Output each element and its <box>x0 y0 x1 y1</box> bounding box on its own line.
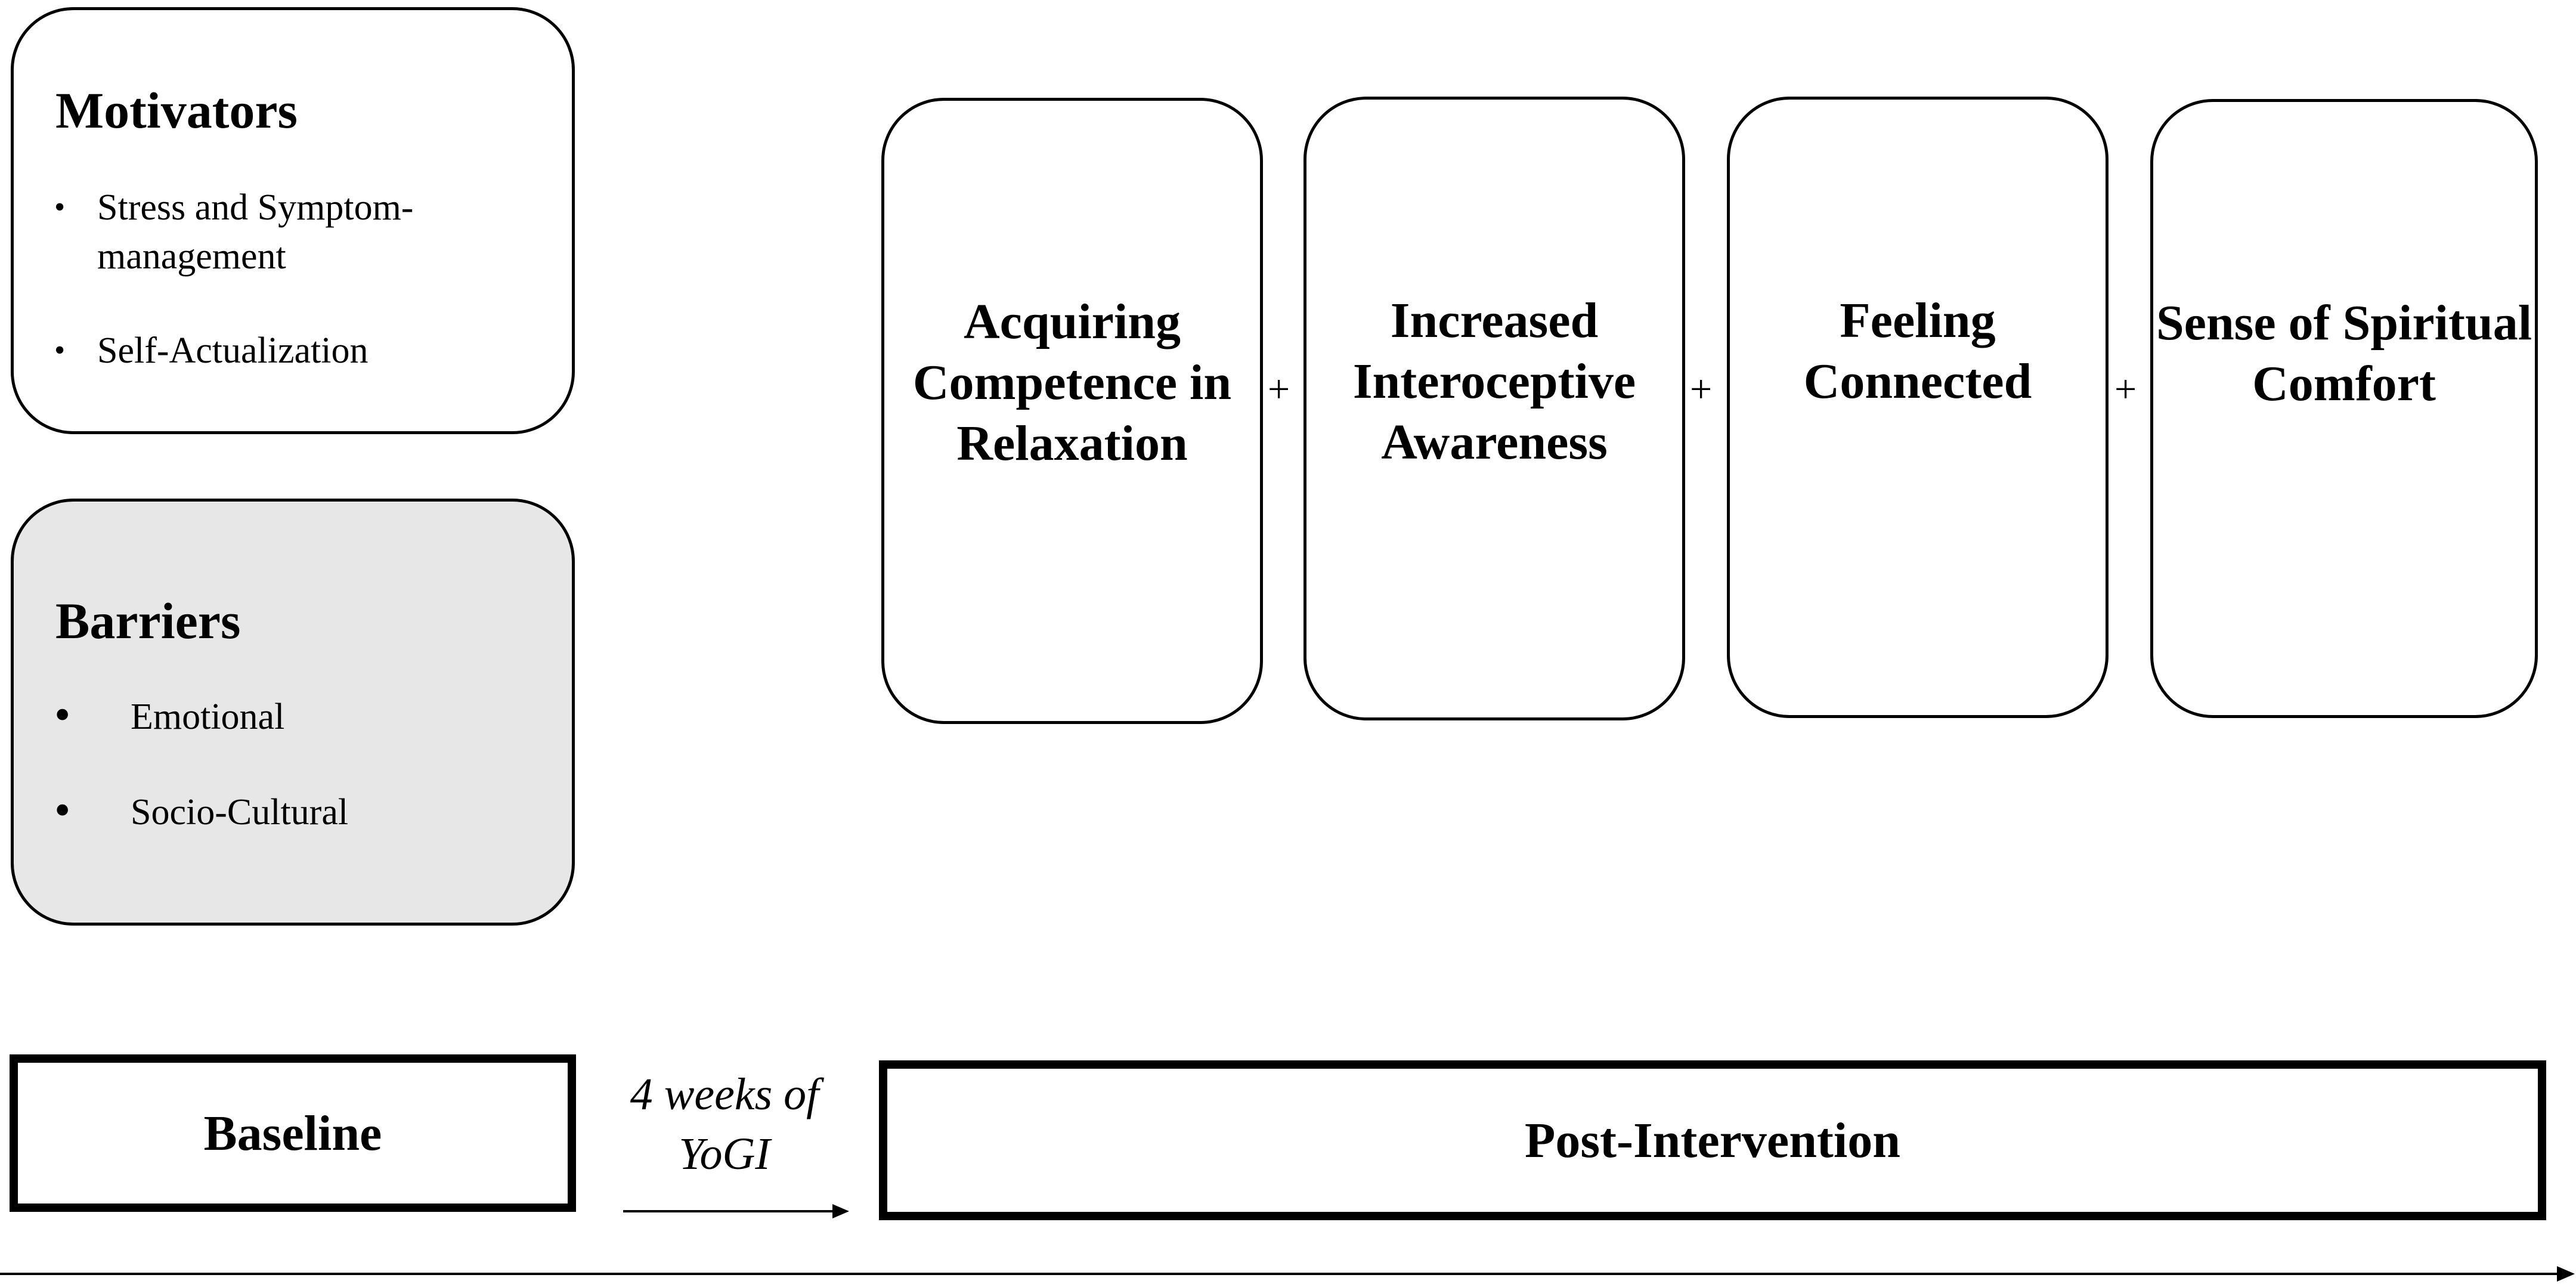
theme-label: Increased Interoceptive Awareness <box>1352 293 1636 470</box>
bullet-icon: • <box>54 784 71 836</box>
interval-arrow <box>623 1204 849 1218</box>
theme-label: Feeling Connected <box>1803 293 2032 409</box>
barriers-list: •Emotional •Socio-Cultural <box>54 688 543 883</box>
theme-box-connected: Feeling Connected <box>1727 97 2109 718</box>
plus-sign: + <box>1690 367 1713 411</box>
barriers-box: Barriers •Emotional •Socio-Cultural <box>11 499 575 926</box>
barriers-title: Barriers <box>55 592 241 649</box>
motivators-box: Motivators •Stress and Symptom-managemen… <box>11 7 575 434</box>
baseline-box: Baseline <box>10 1054 576 1212</box>
plus-sign: + <box>2114 367 2137 411</box>
list-item: •Socio-Cultural <box>54 784 349 836</box>
bullet-icon: • <box>54 688 71 740</box>
theme-box-spiritual: Sense of Spiritual Comfort <box>2150 99 2538 718</box>
post-intervention-label: Post-Intervention <box>1525 1112 1900 1168</box>
theme-box-interoceptive: Increased Interoceptive Awareness <box>1304 97 1685 720</box>
baseline-label: Baseline <box>203 1105 382 1161</box>
bullet-icon: • <box>54 190 66 224</box>
theme-box-competence: Acquiring Competence in Relaxation <box>881 98 1263 724</box>
interval-label: 4 weeks of YoGI <box>630 1069 819 1179</box>
bullet-icon: • <box>54 333 66 367</box>
list-item: •Stress and Symptom-management <box>54 183 543 281</box>
plus-sign: + <box>1268 367 1290 411</box>
list-item: •Emotional <box>54 688 285 740</box>
theme-label: Sense of Spiritual Comfort <box>2156 295 2532 412</box>
timeline-arrow <box>0 1266 2575 1282</box>
motivators-title: Motivators <box>55 82 298 139</box>
motivators-list: •Stress and Symptom-management •Self-Act… <box>54 183 543 420</box>
list-item: •Self-Actualization <box>54 326 543 375</box>
post-intervention-box: Post-Intervention <box>879 1060 2546 1220</box>
theme-label: Acquiring Competence in Relaxation <box>912 294 1232 471</box>
